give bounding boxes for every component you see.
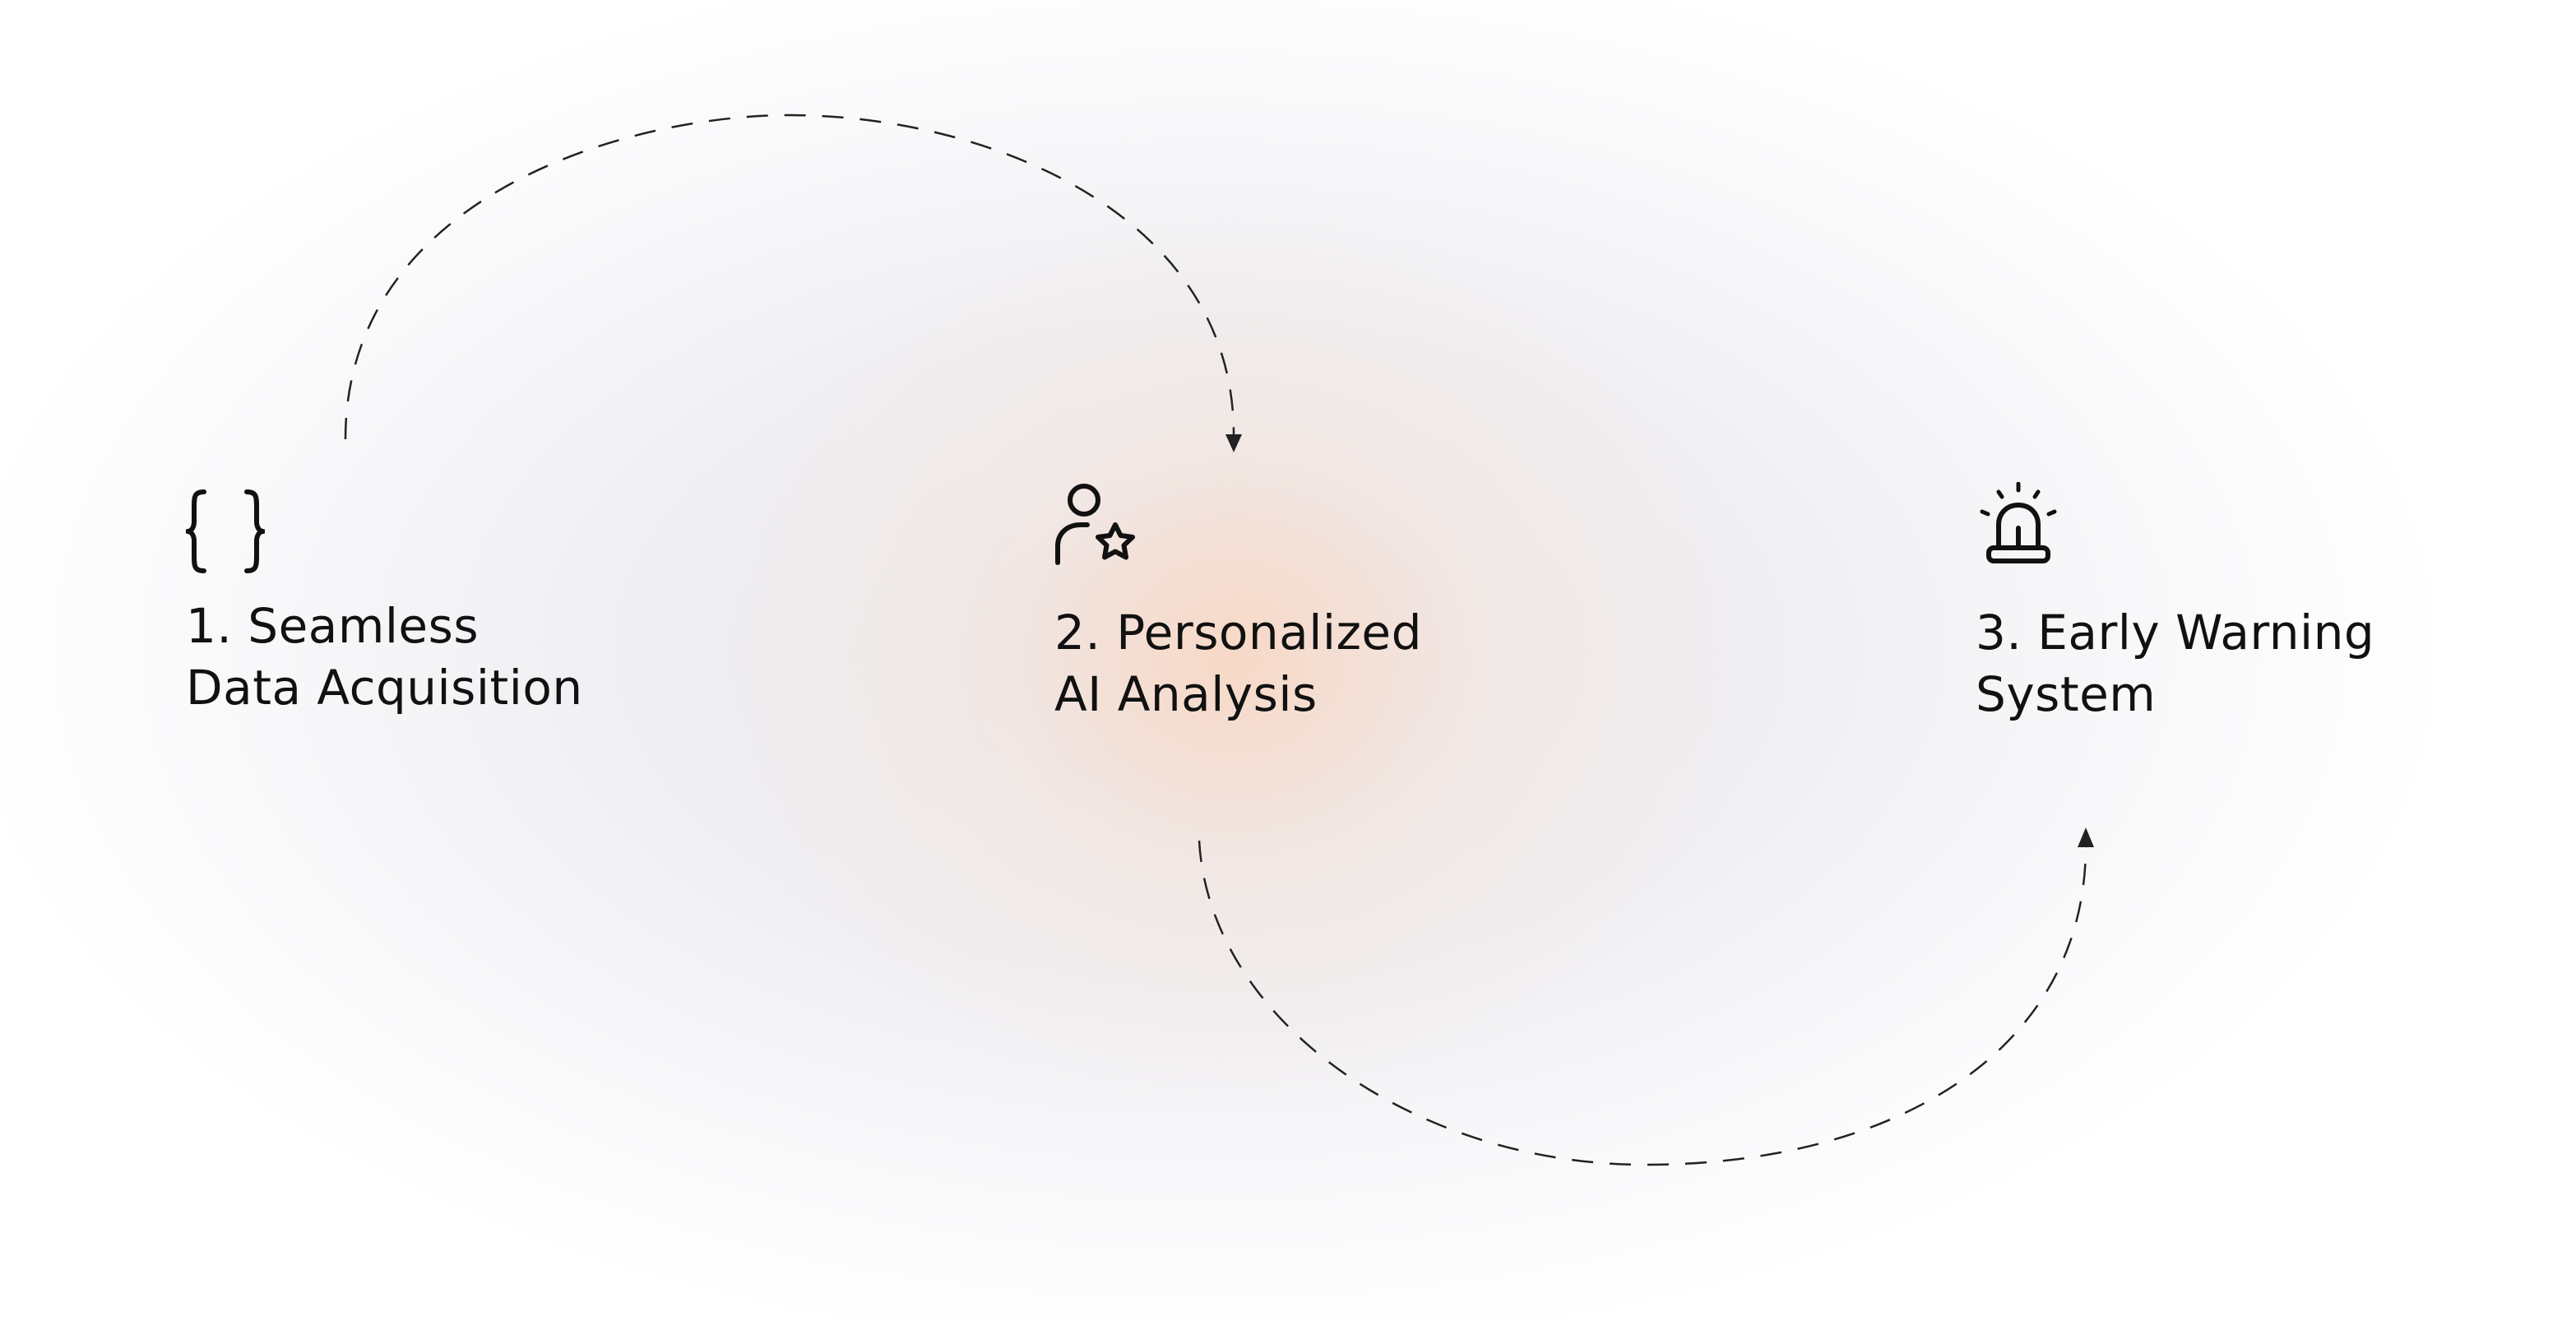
step-1-title-line-1: 1. Seamless	[186, 598, 480, 654]
connector-arrow-2-to-3	[1198, 840, 2087, 1166]
step-2-title-line-2: AI Analysis	[1054, 666, 1318, 722]
step-2-title: 2. Personalized AI Analysis	[1054, 602, 1422, 725]
step-2-ai-analysis: 2. Personalized AI Analysis	[1054, 482, 1422, 725]
step-3-title-line-1: 3. Early Warning	[1976, 605, 2375, 660]
siren-alarm-icon	[1980, 482, 2057, 563]
step-2-title-line-1: 2. Personalized	[1054, 605, 1422, 660]
step-3-title: 3. Early Warning System	[1976, 602, 2374, 725]
connector-arrow-1-to-2	[344, 114, 1235, 440]
curly-braces-icon	[186, 489, 265, 573]
arrowhead-2-to-3	[2078, 827, 2094, 847]
step-1-title: 1. Seamless Data Acquisition	[186, 596, 583, 719]
step-1-title-line-2: Data Acquisition	[186, 660, 583, 716]
user-star-icon	[1055, 484, 1135, 565]
arrowhead-1-to-2	[1225, 434, 1242, 452]
step-3-title-line-2: System	[1976, 666, 2157, 722]
step-1-data-acquisition: 1. Seamless Data Acquisition	[186, 489, 583, 719]
step-3-early-warning: 3. Early Warning System	[1976, 482, 2374, 725]
